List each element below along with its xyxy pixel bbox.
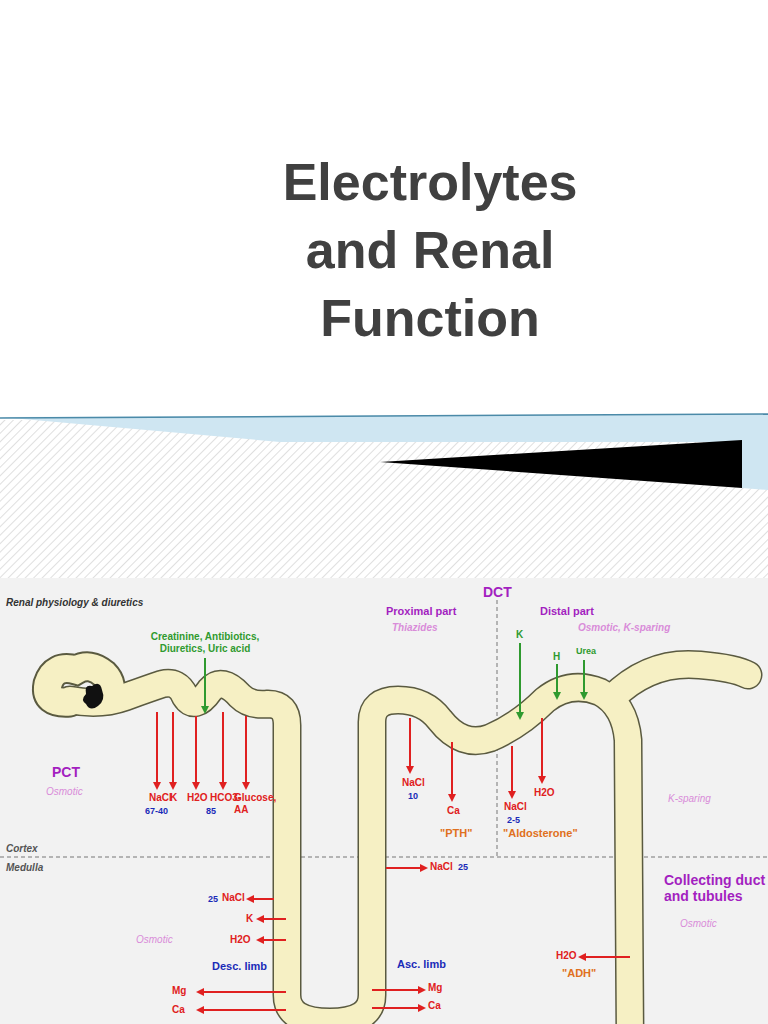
diagram-label: K: [246, 913, 253, 925]
arrow: [198, 991, 286, 993]
arrow: [583, 660, 585, 698]
diagram-label: K: [170, 792, 177, 804]
tube-fill: [70, 683, 630, 1024]
arrow: [195, 716, 197, 788]
arrow: [204, 658, 206, 712]
diagram-label: Osmotic: [136, 934, 173, 946]
diagram-label: Urea: [576, 646, 596, 656]
diagram-label: Collecting duct and tubules: [664, 872, 768, 904]
hatched-band: [0, 420, 768, 578]
arrow: [222, 712, 224, 788]
diagram-label: 25: [458, 862, 468, 872]
arrow: [248, 898, 274, 900]
diagram-label: K-sparing: [668, 793, 711, 805]
diagram-label: 67-40: [145, 806, 168, 816]
arrow: [245, 716, 247, 788]
diagram-label: Proximal part: [386, 605, 456, 618]
arrow: [511, 746, 513, 797]
diagram-label: H: [553, 651, 560, 663]
blue-wedge: [0, 414, 768, 442]
diagram-label: NaCl: [504, 801, 527, 813]
arrow: [556, 664, 558, 698]
arrow: [541, 718, 543, 782]
diagram-label: NaCl: [402, 777, 425, 789]
arrow: [372, 1007, 424, 1009]
diagram-label: Thiazides: [392, 622, 438, 634]
diagram-label: 2-5: [507, 815, 520, 825]
diagram-label: Asc. limb: [397, 958, 446, 971]
arrow: [409, 718, 411, 772]
diagram-label: Cortex: [6, 843, 38, 855]
diagram-label: H2O: [534, 787, 555, 799]
arrow: [519, 643, 521, 718]
diagram-label: NaCl: [430, 861, 453, 873]
diagram-label: Osmotic: [680, 918, 717, 930]
slide-title: Electrolytes and Renal Function: [239, 148, 621, 352]
diagram-label: "Aldosterone": [503, 827, 578, 840]
black-wedge: [380, 440, 742, 488]
diagram-label: Medulla: [6, 862, 43, 874]
arrow: [258, 939, 286, 941]
diagram-label: NaCl: [222, 892, 245, 904]
arrow: [198, 1009, 286, 1011]
diagram-label: Glucose, AA: [234, 792, 282, 815]
arrow: [386, 867, 426, 869]
tube-outline: [612, 664, 748, 698]
diagram-label: Osmotic: [46, 786, 83, 798]
diagram-label: Ca: [428, 1000, 441, 1012]
arrow: [258, 918, 286, 920]
diagram-label: H2O: [230, 934, 251, 946]
diagram-label: Distal part: [540, 605, 594, 618]
diagram-label: Ca: [172, 1004, 185, 1016]
glomerulus: [83, 684, 103, 709]
nephron-tube: [47, 664, 748, 1024]
diagram-label: H2O: [187, 792, 208, 804]
reabsorption-arrows: [157, 712, 630, 1010]
diagram-label: Desc. limb: [212, 960, 267, 973]
diagram-label: Mg: [172, 985, 186, 997]
diagram-label: PCT: [52, 764, 80, 780]
diagram-label: Mg: [428, 982, 442, 994]
tube-fill: [612, 664, 748, 698]
diagram-label: DCT: [483, 584, 512, 600]
arrow: [580, 956, 630, 958]
diagram-label: 25: [208, 894, 218, 904]
diagram-label: "ADH": [562, 967, 596, 980]
diagram-label: K: [516, 629, 523, 641]
diagram-label: NaCl: [149, 792, 172, 804]
diagram-label: "PTH": [440, 827, 472, 840]
arrow: [451, 742, 453, 800]
diagram-label: 85: [206, 806, 216, 816]
tube-outline: [70, 683, 630, 1024]
diagram-label: 10: [408, 791, 418, 801]
arrow: [172, 712, 174, 788]
arrow: [372, 989, 424, 991]
diagram-label: Renal physiology & diuretics: [6, 597, 143, 609]
arrow: [156, 712, 158, 788]
blue-strip: [742, 440, 768, 490]
diagram-label: Creatinine, Antibiotics, Diuretics, Uric…: [140, 631, 270, 654]
diagram-label: H2O: [556, 950, 577, 962]
diagram-label: Ca: [447, 805, 460, 817]
band-line: [0, 414, 768, 418]
secretion-arrows: [205, 643, 584, 718]
diagram-label: Osmotic, K-sparing: [578, 622, 670, 634]
